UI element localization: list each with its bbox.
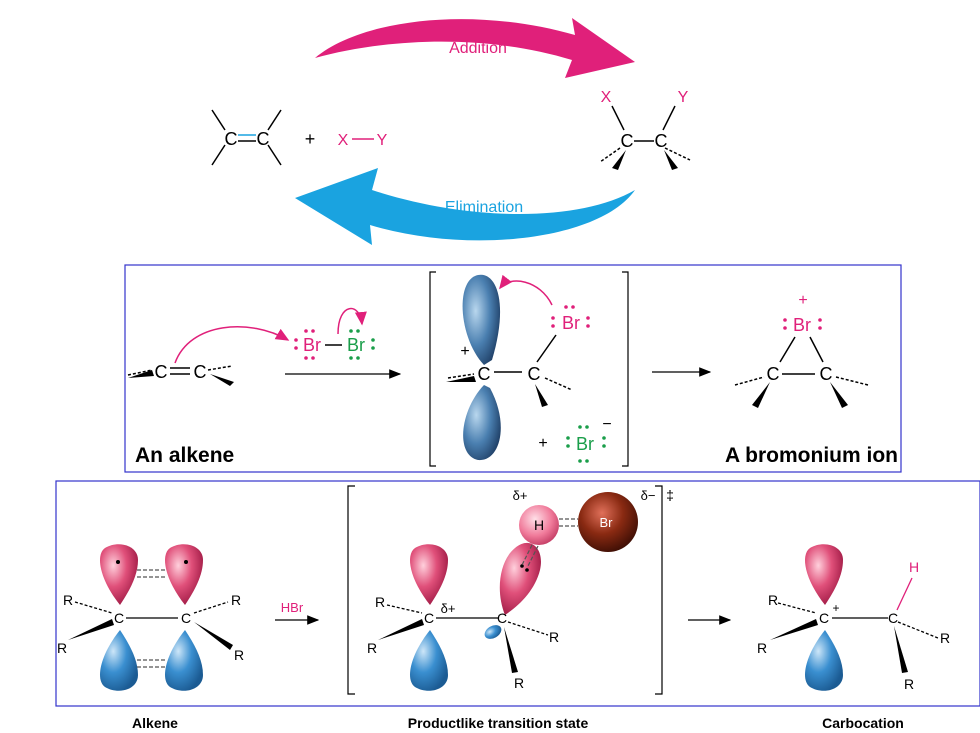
- bromination-alkene-c1: C: [155, 362, 168, 382]
- cation-c-right: C: [888, 610, 898, 626]
- alkene-structure: [211, 109, 282, 166]
- delta-minus-br: δ−: [641, 488, 656, 503]
- ts-r-top-left: R: [375, 594, 385, 610]
- cation-r-top-left: R: [768, 592, 778, 608]
- hbr-ts-bracket-right: [655, 485, 663, 695]
- bromonium-c1: C: [767, 364, 780, 384]
- alkene-lobe-1-top: [100, 544, 138, 605]
- delta-plus-c: δ+: [441, 601, 456, 616]
- ts-lower-lobe: [463, 385, 501, 461]
- hbr-reagent-label: HBr: [281, 600, 304, 615]
- cation-h: H: [909, 559, 919, 575]
- alkene-c-right: C: [181, 610, 191, 626]
- addition-arrow: [315, 18, 635, 78]
- alkene-lobe-2-bottom: [165, 630, 203, 691]
- bromide-ion: Br: [576, 434, 594, 454]
- alkene-r-bottom-right: R: [234, 647, 244, 663]
- alkene-c1: C: [225, 129, 238, 149]
- cation-r-bottom-left: R: [757, 640, 767, 656]
- product-c1: C: [621, 131, 634, 151]
- bromide-plus: +: [538, 435, 547, 452]
- product-c2: C: [655, 131, 668, 151]
- label-bromonium-ion: A bromonium ion: [725, 444, 898, 467]
- ts-r-bottom: R: [514, 675, 524, 691]
- cation-r-right: R: [940, 630, 950, 646]
- product-x: X: [601, 89, 612, 106]
- label-alkene: Alkene: [132, 715, 178, 731]
- hbr-panel: R R R R C C HBr ‡ H Br δ+ δ−: [55, 480, 980, 731]
- br-atom-2: Br: [347, 335, 365, 355]
- elimination-label: Elimination: [445, 199, 523, 216]
- cation-c-left: C: [819, 610, 829, 626]
- alkene-lobe-2-top: [165, 544, 203, 605]
- bromination-panel: C C Br Br: [124, 264, 902, 473]
- label-carbocation: Carbocation: [822, 715, 904, 731]
- ts-bracket-left: [429, 271, 436, 467]
- bromide-charge: −: [602, 416, 611, 433]
- bromination-box: [124, 264, 902, 473]
- bromonium-charge: +: [798, 292, 807, 309]
- elimination-arrow: [295, 168, 635, 245]
- cation-plus: +: [832, 601, 839, 615]
- plus-sign: +: [305, 129, 316, 149]
- reagent-y: Y: [377, 132, 388, 149]
- addition-label: Addition: [449, 40, 507, 57]
- br-atom-sphere: [578, 492, 638, 552]
- alkene-r-top-left: R: [63, 592, 73, 608]
- ts-upper-lobe: [462, 274, 501, 365]
- ts-plus: +: [460, 343, 469, 360]
- h-atom-sphere: [519, 505, 559, 545]
- delta-plus-h: δ+: [513, 488, 528, 503]
- alkene-r-bottom-left: R: [57, 640, 67, 656]
- br-atom-1: Br: [303, 335, 321, 355]
- ts-r-right: R: [549, 629, 559, 645]
- ts-bracket-right: [622, 271, 629, 467]
- alkene-lobe-1-bottom: [100, 630, 138, 691]
- ts-r-bottom-left: R: [367, 640, 377, 656]
- label-productlike-ts: Productlike transition state: [408, 715, 589, 731]
- product-structure: [599, 105, 691, 163]
- bromonium-c2: C: [820, 364, 833, 384]
- product-y: Y: [678, 89, 689, 106]
- ts-br: Br: [562, 313, 580, 333]
- ts-c-right: C: [497, 610, 507, 626]
- ts-h: H: [534, 517, 544, 533]
- hbr-box: [55, 480, 980, 707]
- ts-c2: C: [528, 364, 541, 384]
- alkene-r-top-right: R: [231, 592, 241, 608]
- hbr-ts-bracket-left: [347, 485, 355, 695]
- label-an-alkene: An alkene: [135, 444, 234, 467]
- bromination-alkene-c2: C: [194, 362, 207, 382]
- ts-br-label: Br: [600, 515, 614, 530]
- reagent-x: X: [338, 132, 349, 149]
- top-panel: Addition Elimination C C + X Y X: [211, 18, 691, 245]
- double-dagger: ‡: [666, 487, 674, 503]
- cation-r-bottom: R: [904, 676, 914, 692]
- ts-c-left: C: [424, 610, 434, 626]
- alkene-c-left: C: [114, 610, 124, 626]
- ts-c1: C: [478, 364, 491, 384]
- alkene-c2: C: [257, 129, 270, 149]
- bromonium-br: Br: [793, 315, 811, 335]
